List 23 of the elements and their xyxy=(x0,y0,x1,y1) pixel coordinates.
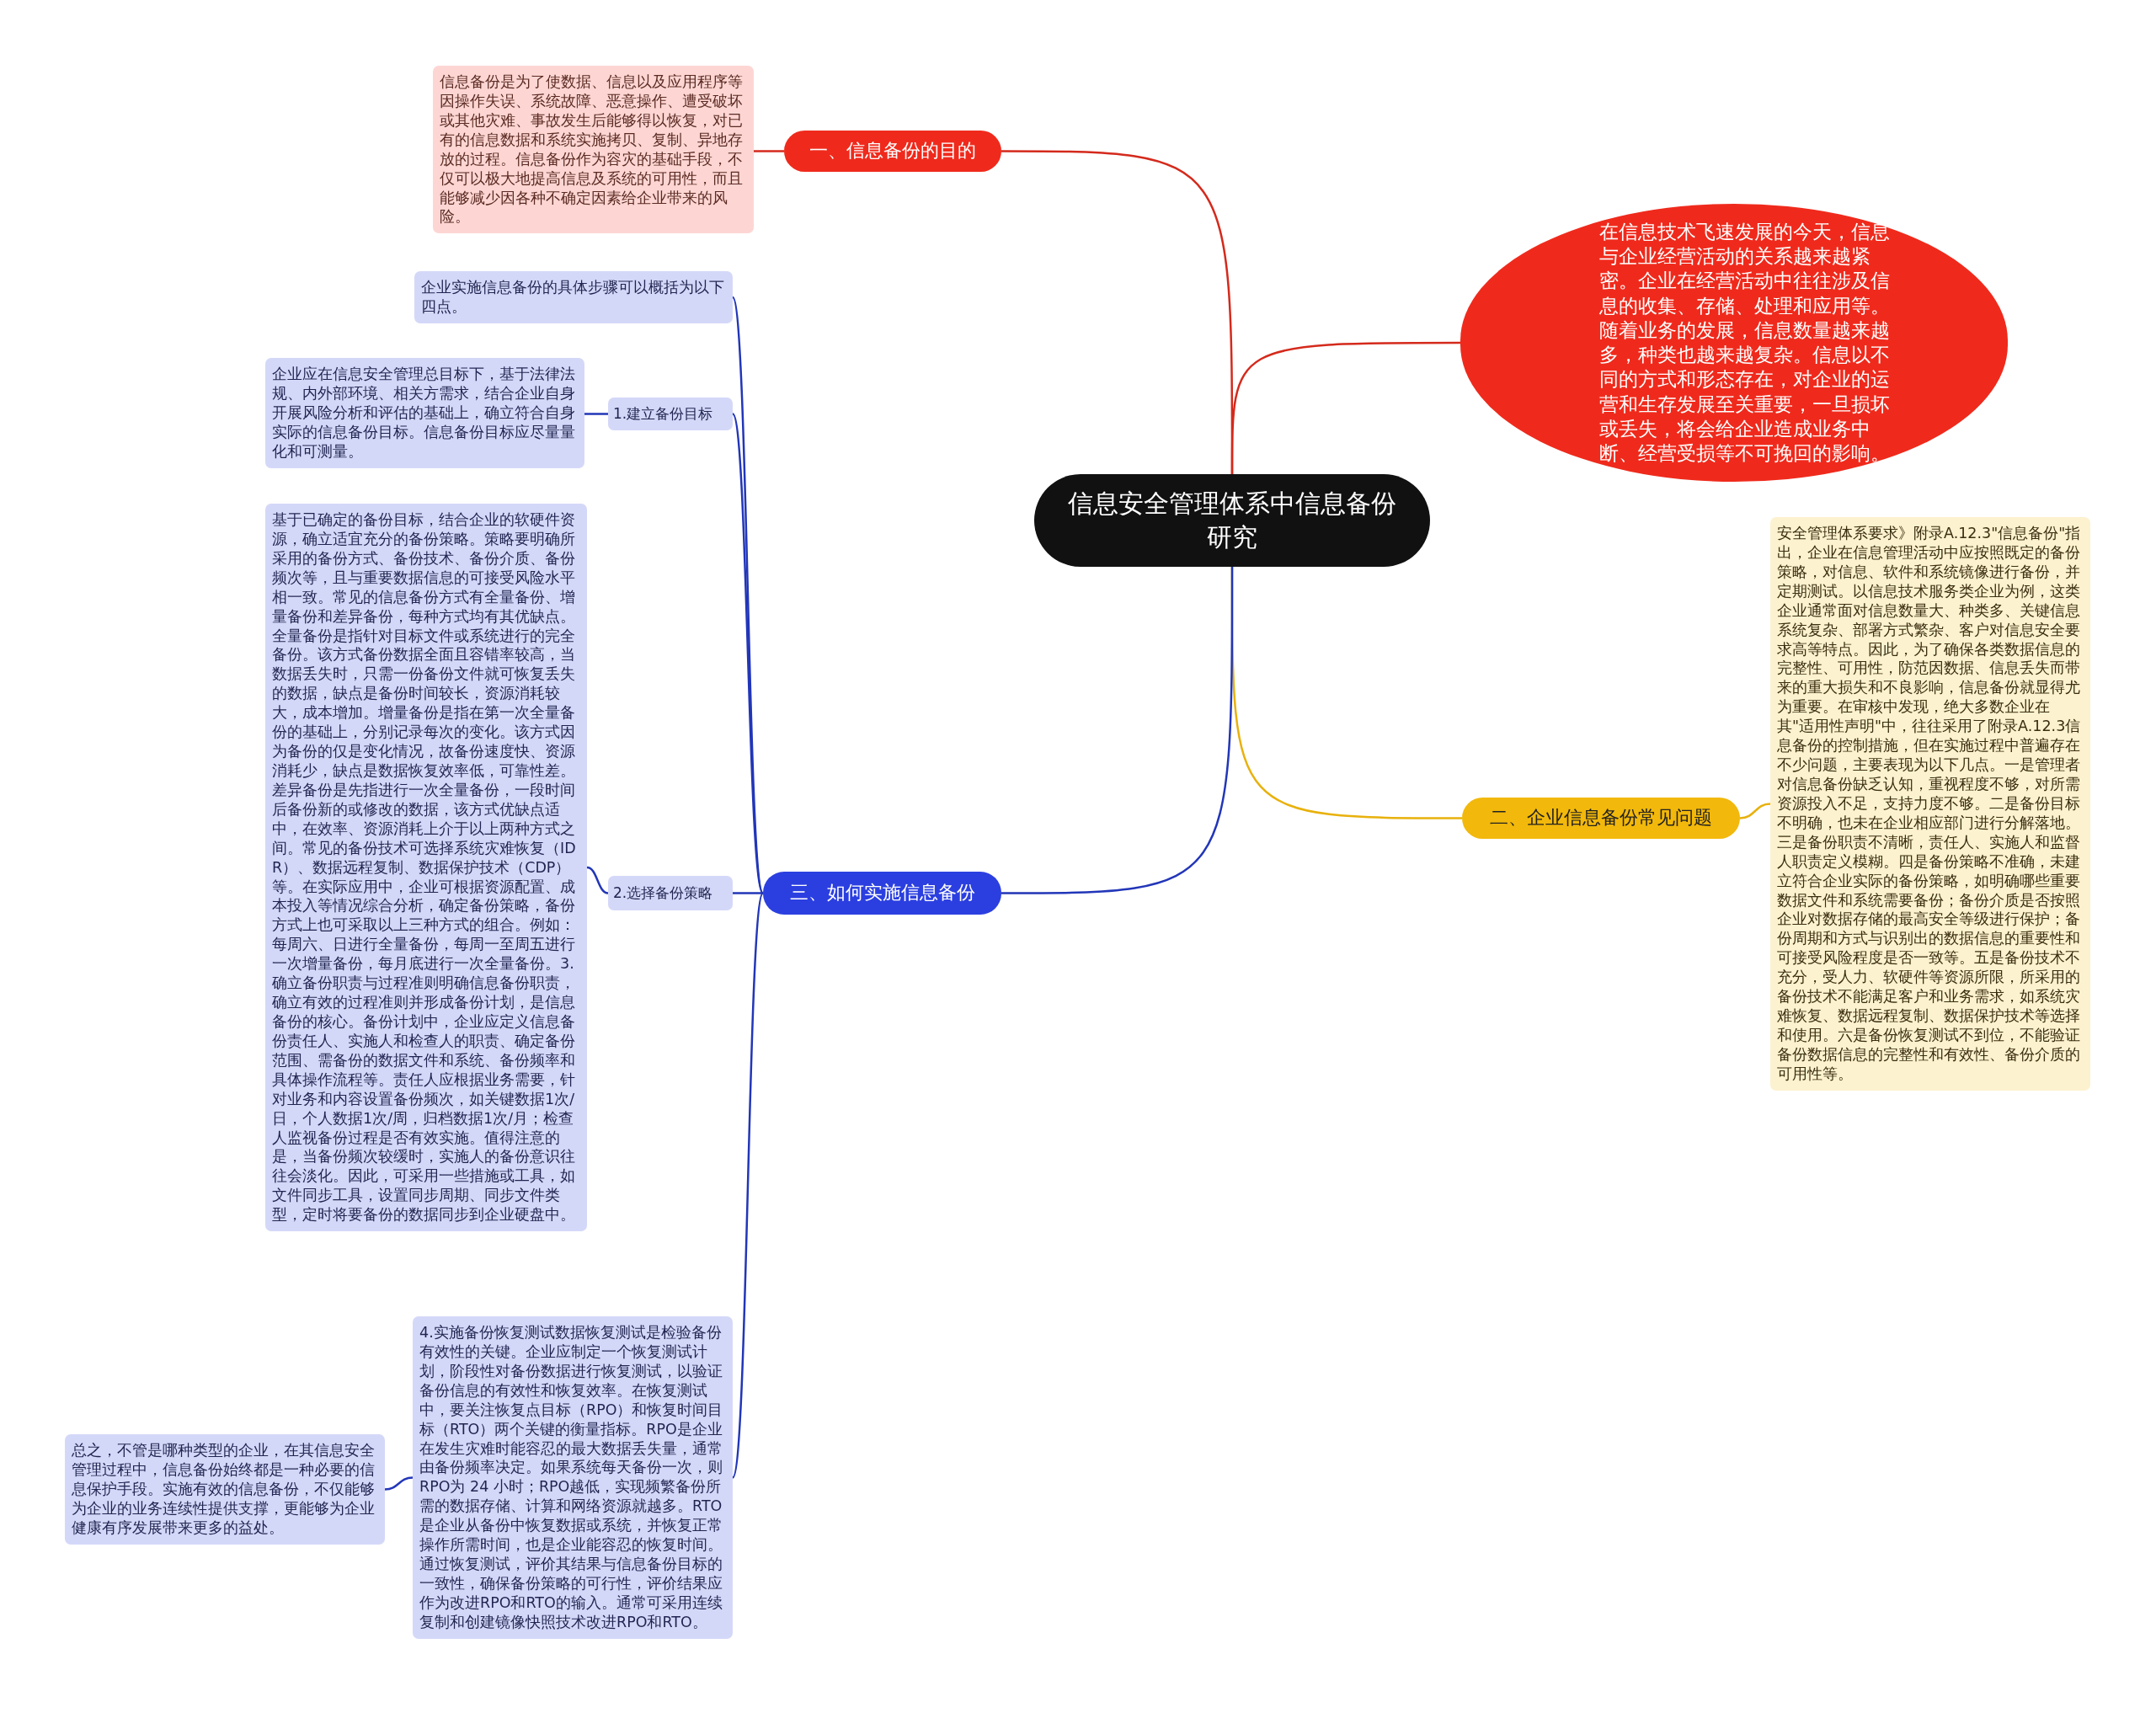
connector-line xyxy=(384,1476,414,1491)
connector-line xyxy=(1739,803,1771,819)
connector-line xyxy=(586,866,609,894)
branch-topic: 三、如何实施信息备份 xyxy=(763,872,1001,915)
text-card: 总之，不管是哪种类型的企业，在其信息安全管理过程中，信息备份始终都是一种必要的信息保护手段。实施有效的信息备份，不仅能够为企业的业务连续性提供支撑，更能够为企业健康有序发展带来更多的益处。 xyxy=(65,1434,385,1545)
text-card: 企业应在信息安全管理总目标下，基于法律法规、内外部环境、相关方需求，结合企业自身开展风险分析和评估的基础上，确立符合自身实际的信息备份目标。信息备份目标应尽量量化和可测量。 xyxy=(265,358,584,468)
connector-line xyxy=(1001,567,1234,894)
connector-line xyxy=(733,892,763,894)
text-card: 安全管理体系要求》附录A.12.3"信息备份"指出，企业在信息管理活动中应按照既定的备份策略，对信息、软件和系统镜像进行备份，并定期测试。以信息技术服务类企业为例，这类企业通常面对信息数量大、种类多、关键信息系统复杂、部署方式繁杂、客户对信息安全要求高等特点。因此，为了确保各类数据信息的完整性、可用性，防范因数据、信息丢失而带来的重大损失和不良影响，信息备份就显得尤为重要。在审核中发现，绝大多数企业在其"适用性声明"中，往往采用了附录A.12.3信息备份的控制措施，但在实施过程中普遍存在不少问题，主要表现为以下几点。一是管理者对信息备份缺乏认知，重视程度不够，对所需资源投入不足，支持力度不够。二是备份目标不明确，也未在企业相应部门进行分解落地。三是备份职责不清晰，责任人、实施人和监督人职责定义模糊。四是备份策略不准确，未建立符合企业实际的备份策略，如明确哪些重要数据文件和系统需要备份；备份介质是否按照企业对数据存储的最高安全等级进行保护；备份周期和方式与识别出的数据信息的重要性和可接受风险程度是否一致等。五是备份技术不充分，受人力、软硬件等资源所限，所采用的备份技术不能满足客户和业务需求，如系统灾难恢复、数据远程复制、数据保护技术等选择和使用。六是备份恢复测试不到位，不能验证备份数据信息的完整性和有效性、备份介质的可用性等。 xyxy=(1770,517,2090,1091)
text-card: 基于已确定的备份目标，结合企业的软硬件资源，确立适宜充分的备份策略。策略要明确所采用的备份方式、备份技术、备份介质、备份频次等，且与重要数据信息的可接受风险水平相一致。常见的信息备份方式有全量备份、增量备份和差异备份，每种方式均有其优缺点。全量备份是指针对目标文件或系统进行的完全备份。该方式备份数据全面且容错率较高，当数据丢失时，只需一份备份文件就可恢复丢失的数据，缺点是备份时间较长，资源消耗较大，成本增加。增量备份是指在第一次全量备份的基础上，分别记录每次的变化。该方式因为备份的仅是变化情况，故备份速度快、资源消耗少，缺点是数据恢复效率低，可靠性差。差异备份是先指进行一次全量备份，一段时间后备份新的或修改的数据，该方式优缺点适中，在效率、资源消耗上介于以上两种方式之间。常见的备份技术可选择系统灾难恢复（IDR）、数据远程复制、数据保护技术（CDP）等。在实际应用中，企业可根据资源配置、成本投入等情况综合分析，确定备份策略，备份方式上也可采取以上三种方式的组合。例如：每周六、日进行全量备份，每周一至周五进行一次增量备份，每月底进行一次全量备份。3.确立备份职责与过程准则明确信息备份职责，确立有效的过程准则并形成备份计划，是信息备份的核心。备份计划中，企业应定义信息备份责任人、实施人和检查人的职责、确定备份范围、需备份的数据文件和系统、备份频率和具体操作流程等。责任人应根据业务需要，针对业务和内容设置备份频次，如关键数据1次/日，个人数据1次/周，归档数据1次/月；检查人监视备份过程是否有效实施。值得注意的是，当备份频次较缓时，实施人的备份意识往往会淡化。因此，可采用一些措施或工具，如文件同步工具，设置同步周期、同步文件类型，定时将要备份的数据同步到企业硬盘中。 xyxy=(265,504,587,1232)
connector-line xyxy=(754,150,784,152)
connector-line xyxy=(731,414,765,894)
connector-line xyxy=(731,893,765,1478)
text-card: 4.实施备份恢复测试数据恢复测试是检验备份有效性的关键。企业应制定一个恢复测试计划，阶段性对备份数据进行恢复测试，以验证备份信息的有效性和恢复效率。在恢复测试中，要关注恢复点目标（RPO）和恢复时间目标（RTO）两个关键的衡量指标。RPO是企业在发生灾难时能容忍的最大数据丢失量，通常由备份频率决定。如果系统每天备份一次，则RPO为 24 小时；RPO越低，实现频繁备份所需的数据存储、计算和网络资源就越多。RTO是企业从备份中恢复数据或系统，并恢复正常操作所需时间，也是企业能容忍的恢复时间。通过恢复测试，评价其结果与信息备份目标的一致性，确保备份策略的可行性，评价结果应作为改进RPO和RTO的输入。通常可采用连续复制和创建镜像快照技术改进RPO和RTO。 xyxy=(413,1316,733,1639)
subtopic-box: 2.选择备份策略 xyxy=(608,876,733,910)
branch-topic: 二、企业信息备份常见问题 xyxy=(1462,798,1740,839)
connector-line xyxy=(584,413,608,415)
central-topic: 信息安全管理体系中信息备份研究 xyxy=(1034,474,1430,567)
connector-line xyxy=(1230,341,1460,474)
branch-topic: 一、信息备份的目的 xyxy=(784,131,1001,172)
text-card: 企业实施信息备份的具体步骤可以概括为以下四点。 xyxy=(414,271,733,323)
text-card: 信息备份是为了使数据、信息以及应用程序等因操作失误、系统故障、恶意操作、遭受破坏或其他灾难、事故发生后能够得以恢复，对已有的信息数据和系统实施拷贝、复制、异地存放的过程。信息备份作为容灾的基础手段，不仅可以极大地提高信息及系统的可用性，而且能够减少因各种不确定因素给企业带来的风险。 xyxy=(433,66,754,234)
subtopic-box: 1.建立备份目标 xyxy=(608,398,733,430)
